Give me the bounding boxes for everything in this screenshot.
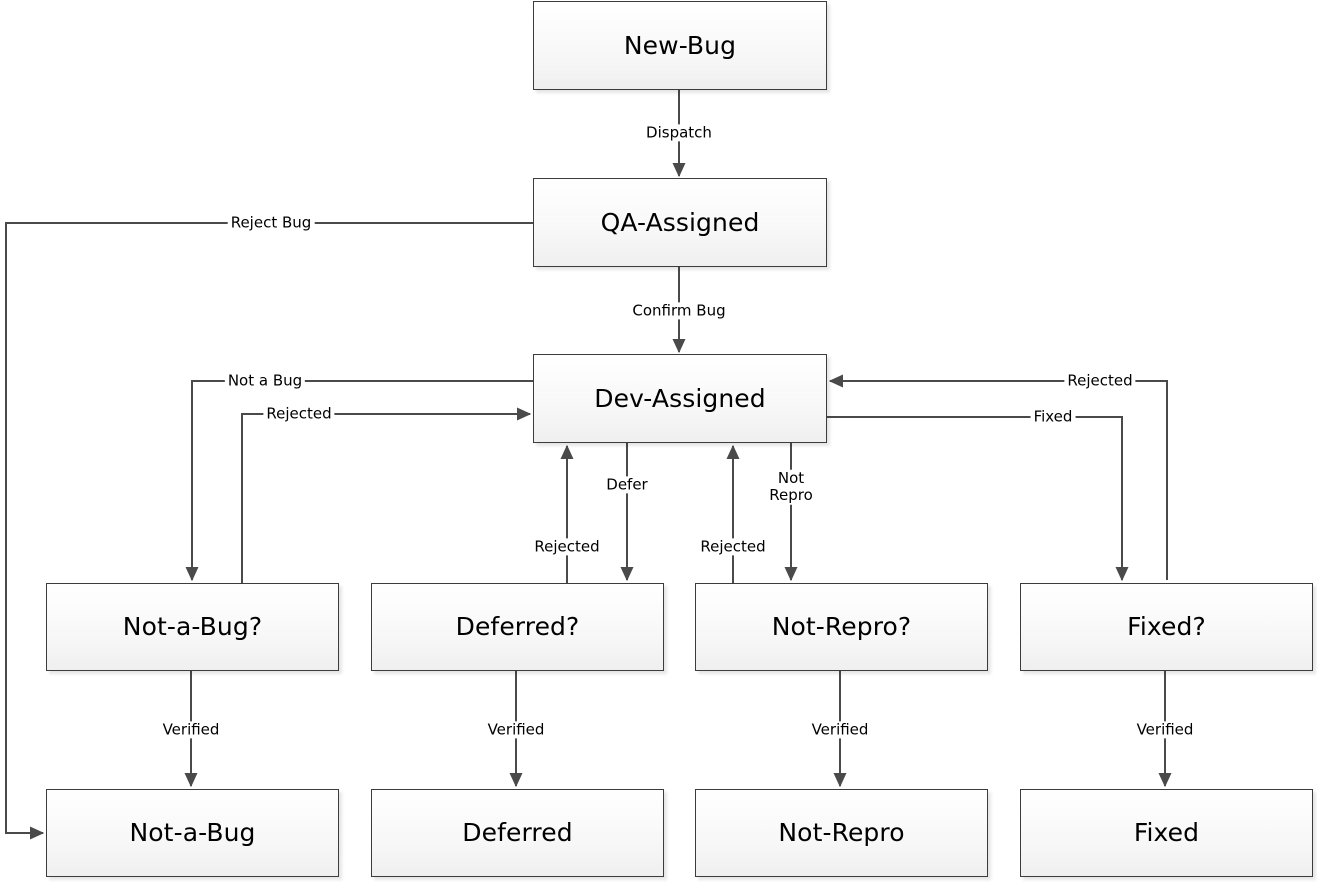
edge-not-a-bug [185, 380, 533, 582]
node-label-not-repro: Not-Repro [778, 818, 905, 848]
edge-label-not-a-bug: Not a Bug [224, 372, 306, 390]
node-label-not-repro-question: Not-Repro? [771, 612, 912, 642]
edge-label-verified-not-a-bug: Verified [159, 721, 223, 739]
edge-label-confirm-bug: Confirm Bug [629, 302, 729, 320]
edge-label-rejected-fixed: Rejected [1064, 372, 1136, 390]
node-qa-assigned[interactable]: QA-Assigned [533, 178, 827, 267]
edge-label-rejected-not-repro: Rejected [697, 538, 769, 556]
edge-label-reject-bug: Reject Bug [227, 214, 315, 232]
edge-rejected-fixed [828, 374, 1168, 580]
edge-label-verified-deferred: Verified [484, 721, 548, 739]
node-label-fixed-question: Fixed? [1127, 612, 1206, 642]
node-label-deferred-question: Deferred? [455, 612, 580, 642]
node-label-new-bug: New-Bug [623, 30, 737, 60]
node-label-not-a-bug-question: Not-a-Bug? [122, 612, 263, 642]
edge-fixed [827, 416, 1129, 582]
edge-label-fixed: Fixed [1030, 408, 1076, 426]
edge-label-rejected-deferred: Rejected [531, 538, 603, 556]
edge-label-verified-fixed: Verified [1133, 721, 1197, 739]
node-label-qa-assigned: QA-Assigned [600, 207, 760, 237]
node-not-a-bug[interactable]: Not-a-Bug [46, 789, 339, 877]
node-not-a-bug-question[interactable]: Not-a-Bug? [46, 583, 339, 671]
node-label-deferred: Deferred [462, 818, 573, 848]
edge-label-verified-not-repro: Verified [808, 721, 872, 739]
node-not-repro-question[interactable]: Not-Repro? [695, 583, 988, 671]
node-not-repro[interactable]: Not-Repro [695, 789, 988, 877]
node-fixed[interactable]: Fixed [1020, 789, 1313, 877]
node-dev-assigned[interactable]: Dev-Assigned [533, 354, 827, 443]
edge-reject-bug [5, 222, 533, 840]
node-label-dev-assigned: Dev-Assigned [594, 383, 766, 413]
edge-label-rejected-not-a-bug: Rejected [263, 405, 335, 423]
node-label-not-a-bug: Not-a-Bug [129, 818, 256, 848]
node-fixed-question[interactable]: Fixed? [1020, 583, 1313, 671]
edge-label-not-repro: Not Repro [761, 469, 821, 505]
edge-label-defer: Defer [603, 476, 651, 494]
node-new-bug[interactable]: New-Bug [533, 1, 827, 90]
node-label-fixed: Fixed [1133, 818, 1200, 848]
edge-label-dispatch: Dispatch [643, 124, 715, 142]
node-deferred[interactable]: Deferred [371, 789, 664, 877]
node-deferred-question[interactable]: Deferred? [371, 583, 664, 671]
